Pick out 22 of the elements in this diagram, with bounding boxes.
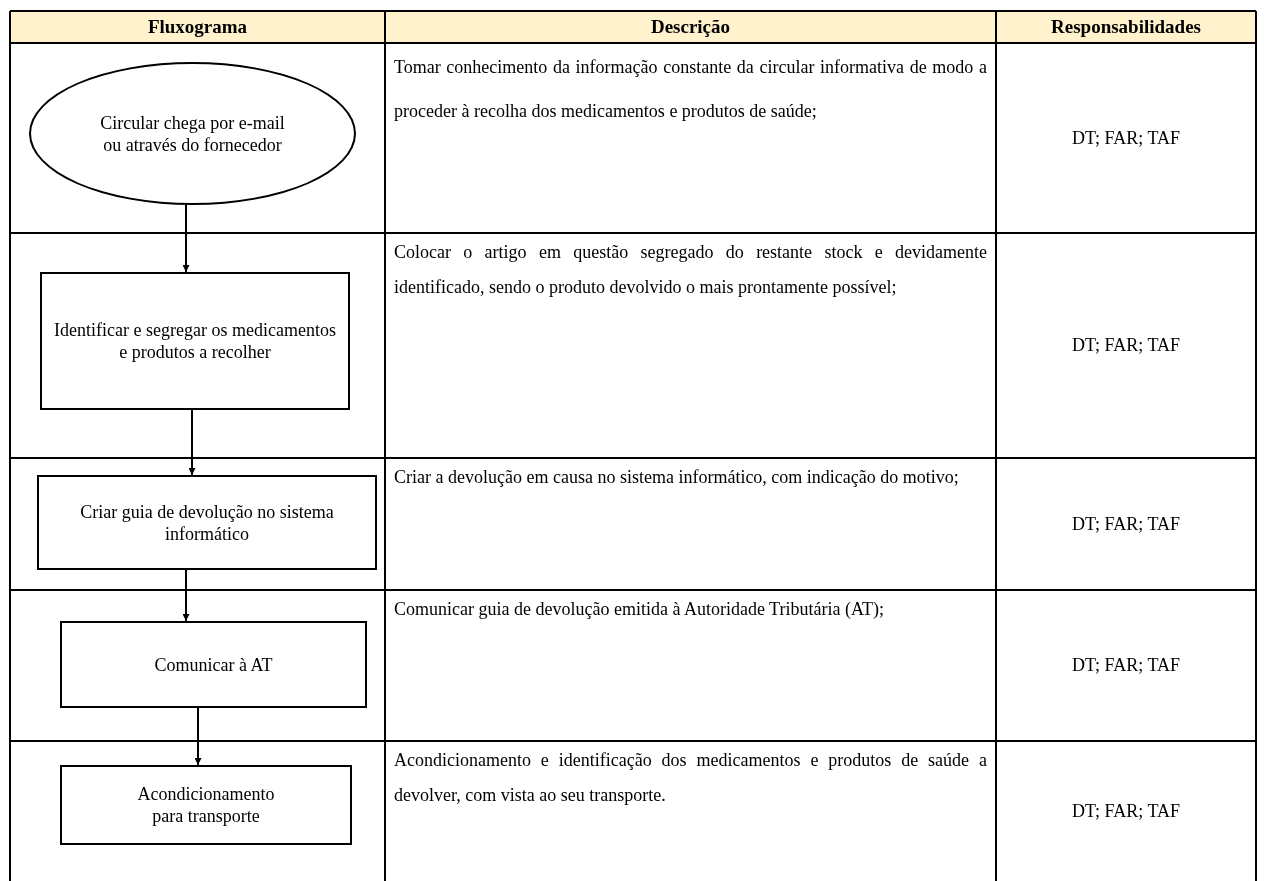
arrow: [182, 569, 190, 622]
arrow: [194, 707, 202, 766]
column-header: Responsabilidades: [1051, 15, 1201, 39]
process-box: Comunicar à AT: [60, 621, 367, 708]
responsibility-text: DT; FAR; TAF: [1072, 654, 1180, 677]
terminal-shape: Circular chega por e-mail ou através do fornecedor: [29, 62, 356, 205]
description-text: Colocar o artigo em questão segregado do restante stock e devidamente identificado, sendo o produto devolvido o mais prontamente possível;: [394, 241, 987, 299]
description-text: Acondicionamento e identificação dos medicamentos e produtos de saúde a devolver, com vista ao seu transporte.: [394, 749, 987, 807]
responsibility-text: DT; FAR; TAF: [1072, 799, 1180, 823]
arrow: [188, 409, 196, 476]
column-header: Fluxograma: [147, 15, 248, 39]
process-box: Criar guia de devolução no sistema informático: [37, 475, 377, 570]
description-text: Criar a devolução em causa no sistema informático, com indicação do motivo;: [394, 466, 960, 489]
process-box: Identificar e segregar os medicamentos e produtos a recolher: [40, 272, 350, 410]
responsibility-text: DT; FAR; TAF: [1072, 512, 1180, 536]
responsibility-text: DT; FAR; TAF: [1072, 334, 1180, 357]
column-header: Descrição: [650, 15, 731, 39]
description-text: Comunicar guia de devolução emitida à Autoridade Tributária (AT);: [394, 598, 885, 621]
description-text: Tomar conhecimento da informação constante da circular informativa de modo a proceder à recolha dos medicamentos e produtos de saúde;: [394, 56, 987, 123]
responsibility-text: DT; FAR; TAF: [1072, 126, 1180, 150]
arrow: [182, 204, 190, 273]
process-box: Acondicionamento para transporte: [60, 765, 352, 845]
